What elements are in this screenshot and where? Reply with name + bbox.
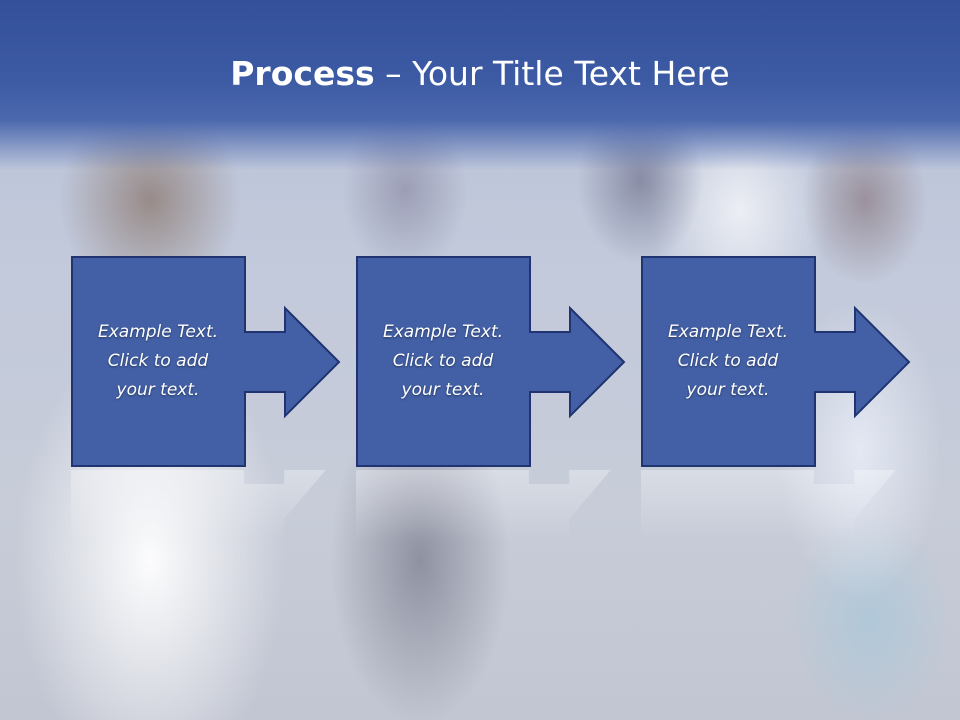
arrow-shape-1 [71,256,341,467]
step-text-box-2[interactable]: Example Text. Click to add your text. [356,256,530,466]
step-text-line1: Example Text. [382,321,504,342]
title-separator: – [374,54,413,93]
title-banner [0,0,960,170]
step-text-line3: your text. [401,379,485,400]
step-text-line2: Click to add [392,350,494,371]
step-text-box-3[interactable]: Example Text. Click to add your text. [641,256,815,466]
slide-title[interactable]: Process – Your Title Text Here [0,52,960,96]
title-text: Your Title Text Here [412,54,730,93]
process-step-3[interactable]: Example Text. Click to add your text. [641,256,911,468]
process-step-2[interactable]: Example Text. Click to add your text. [356,256,626,468]
step-text-line2: Click to add [677,350,779,371]
title-bold: Process [230,54,375,93]
step-text-line2: Click to add [107,350,209,371]
step-text-line3: your text. [116,379,200,400]
step-text-line3: your text. [686,379,770,400]
arrow-shape-2 [356,256,626,467]
arrow-shape-3 [641,256,911,467]
step-text-line1: Example Text. [97,321,219,342]
step-text-line1: Example Text. [667,321,789,342]
process-step-1[interactable]: Example Text. Click to add your text. [71,256,341,468]
step-text-box-1[interactable]: Example Text. Click to add your text. [71,256,245,466]
